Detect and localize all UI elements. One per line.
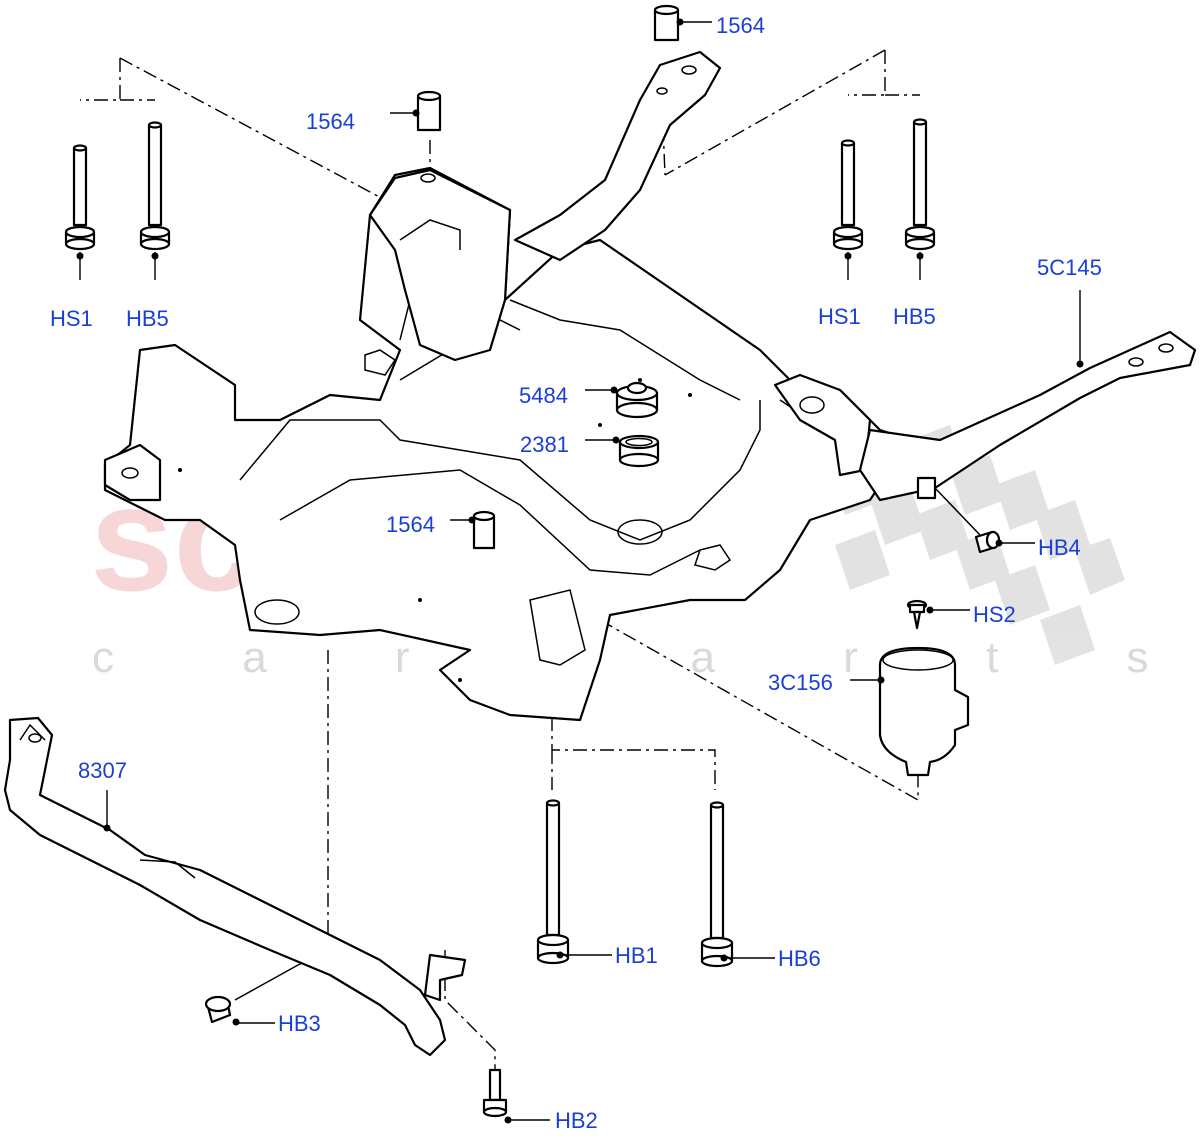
label-hb3: HB3 xyxy=(278,1011,321,1036)
subframe-rear-arm xyxy=(513,50,722,262)
checkered-flag-icon xyxy=(830,425,1125,665)
label-hs2: HS2 xyxy=(973,602,1016,627)
label-hb1: HB1 xyxy=(615,943,658,968)
bolt-hs1-right xyxy=(832,139,864,280)
bolt-hs1-left xyxy=(64,144,96,280)
label-5c145: 5C145 xyxy=(1037,255,1102,280)
bush-2381 xyxy=(585,434,660,468)
bolt-hb6 xyxy=(700,801,775,968)
label-1564-top-right: 1564 xyxy=(716,13,765,38)
label-hb2: HB2 xyxy=(555,1108,598,1133)
module-3c156 xyxy=(850,646,970,777)
subframe-left-bracket xyxy=(103,443,162,502)
spacer-1564-top-right xyxy=(653,4,712,42)
mount-5484 xyxy=(585,381,659,419)
part-labels: 1564 1564 1564 HS1 HB5 HS1 HB5 5484 2381… xyxy=(50,13,1102,1133)
label-5484: 5484 xyxy=(519,383,568,408)
label-2381: 2381 xyxy=(520,432,569,457)
bolt-hb2 xyxy=(482,1068,550,1124)
label-hb5-right: HB5 xyxy=(893,304,936,329)
screw-hs2 xyxy=(906,599,970,630)
label-1564-mid: 1564 xyxy=(386,512,435,537)
mount-hole xyxy=(254,599,300,625)
label-3c156: 3C156 xyxy=(768,670,833,695)
bar-8307 xyxy=(3,716,467,1057)
label-hb4: HB4 xyxy=(1038,535,1081,560)
label-hs1-right: HS1 xyxy=(818,304,861,329)
bolt-hb5-left xyxy=(139,121,171,280)
beam-5c145 xyxy=(858,290,1197,502)
spacer-1564-mid xyxy=(450,510,496,550)
spacer-1564-top-left xyxy=(390,90,442,132)
mount-hole xyxy=(617,519,663,545)
bolt-hb4 xyxy=(934,487,1035,554)
bolt-hb3 xyxy=(204,964,299,1026)
label-hb6: HB6 xyxy=(778,946,821,971)
label-8307: 8307 xyxy=(78,758,127,783)
label-1564-top-left: 1564 xyxy=(306,109,355,134)
subframe-left-tower xyxy=(368,168,512,362)
bolt-hb5-right xyxy=(904,118,936,280)
watermark-tagline: c a r p a r t s xyxy=(92,633,1200,682)
bolt-hb1 xyxy=(536,799,612,965)
label-hb5-left: HB5 xyxy=(126,306,169,331)
label-hs1-left: HS1 xyxy=(50,306,93,331)
